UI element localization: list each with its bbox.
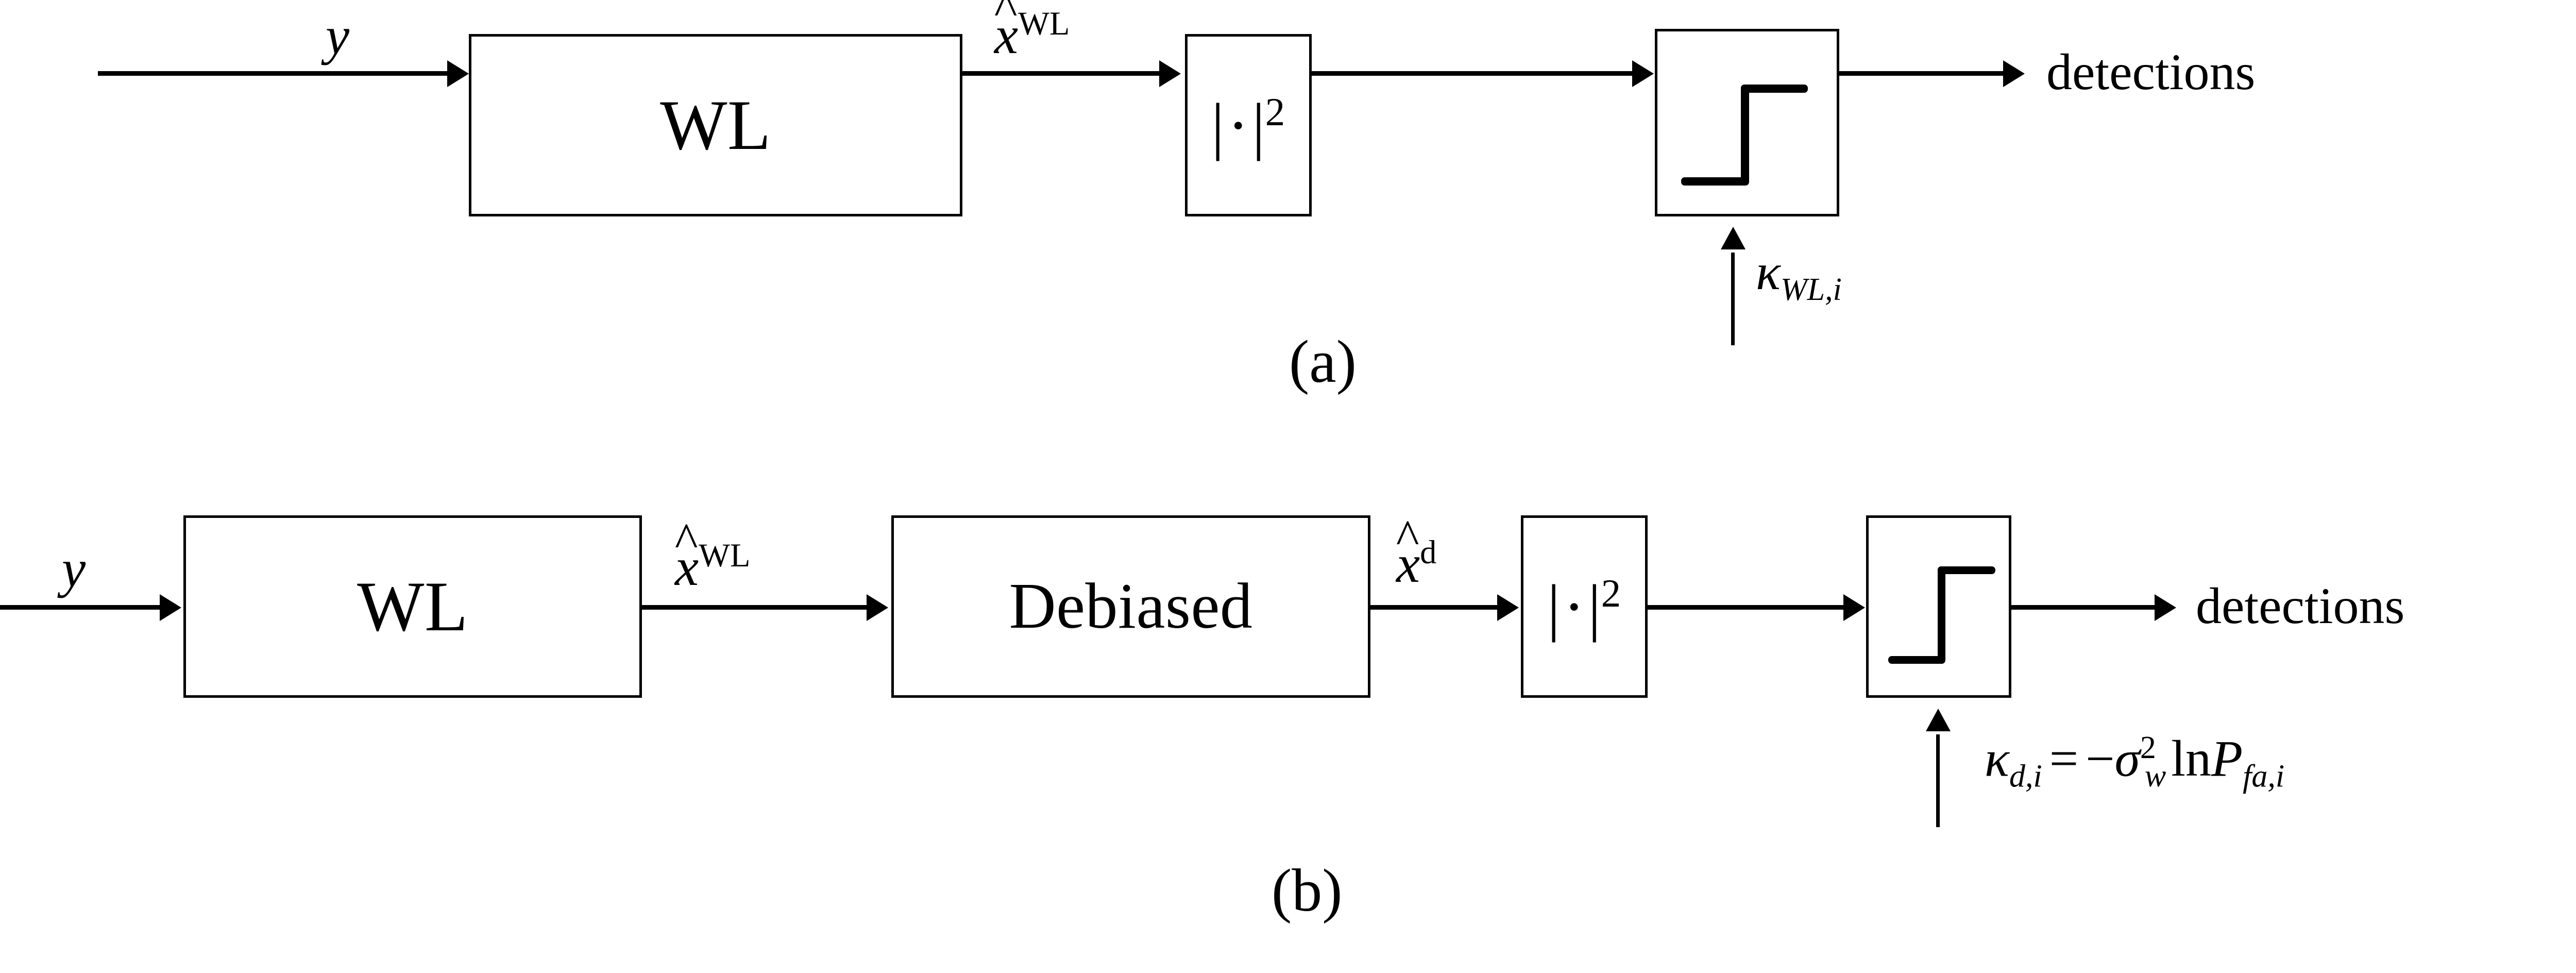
input-wire-b <box>0 605 165 610</box>
signal-superscript-a: WL <box>1018 5 1070 42</box>
block-wl-a[interactable]: WL <box>469 34 962 216</box>
signal-superscript-b1: WL <box>699 537 751 574</box>
sigma-subscript-b: w <box>2144 759 2166 794</box>
signal-label-xhat-d-b: ^xd <box>1396 512 1437 594</box>
wire-magsq-to-threshold-a <box>1312 71 1633 76</box>
arrowhead-wl-to-debiased-b <box>867 594 888 621</box>
hat-accent-b1: ^ <box>674 512 698 567</box>
block-wl-a-label: WL <box>660 86 771 164</box>
step-function-icon-a <box>1657 31 1837 214</box>
threshold-control-wire-b <box>1936 734 1940 827</box>
signal-base-b2: x <box>1396 534 1420 594</box>
pfa-symbol-b: P <box>2211 730 2243 787</box>
input-wire-a <box>98 71 453 76</box>
kappa-symbol-a: κ <box>1756 243 1781 300</box>
kappa-subscript-b: d,i <box>2009 759 2042 794</box>
signal-label-xhat-wl-a: ^xWL <box>994 0 1070 65</box>
magsq-dot-b: · <box>1563 572 1585 643</box>
signal-superscript-b2: d <box>1420 534 1437 571</box>
sigma-symbol-b: σ <box>2114 730 2140 787</box>
step-function-icon-b <box>1869 518 2009 695</box>
block-wl-b[interactable]: WL <box>183 515 642 698</box>
input-arrowhead-a <box>447 60 469 87</box>
threshold-control-wire-a <box>1731 253 1735 345</box>
arrowhead-wl-to-magsq-a <box>1159 60 1181 87</box>
wire-wl-to-magsq-a <box>962 71 1162 76</box>
block-threshold-b[interactable] <box>1866 515 2011 698</box>
magsq-expression-b: |·|2 <box>1547 574 1621 639</box>
wire-debiased-to-magsq-b <box>1370 605 1502 610</box>
output-label-a: detections <box>2046 43 2256 100</box>
block-magnitude-squared-b[interactable]: |·|2 <box>1521 515 1648 698</box>
wire-wl-to-debiased-b <box>642 605 869 610</box>
block-debiased-b-label: Debiased <box>1009 571 1253 642</box>
threshold-control-arrowhead-b <box>1926 709 1951 731</box>
threshold-parameter-a: κWL,i <box>1756 246 1842 306</box>
arrowhead-debiased-to-magsq-b <box>1497 594 1519 621</box>
threshold-control-arrowhead-a <box>1721 227 1745 249</box>
sigma-superscript-b: 2 <box>2140 730 2156 765</box>
magsq-open-bar-a: | <box>1211 90 1225 161</box>
wire-magsq-to-threshold-b <box>1648 605 1846 610</box>
magsq-close-bar-b: | <box>1588 572 1601 643</box>
input-arrowhead-b <box>160 594 181 621</box>
hat-accent-b2: ^ <box>1396 509 1419 564</box>
output-wire-b <box>2011 605 2159 610</box>
minus-sign-b: − <box>2086 730 2115 787</box>
magsq-exponent-a: 2 <box>1265 90 1285 134</box>
kappa-subscript-a: WL,i <box>1781 272 1842 307</box>
magsq-dot-a: · <box>1227 90 1249 161</box>
input-label-a: y <box>326 6 350 65</box>
output-label-b: detections <box>2196 577 2405 634</box>
caption-b: (b) <box>1272 857 1343 924</box>
block-wl-b-label: WL <box>357 567 468 646</box>
hat-accent-a: ^ <box>994 0 1018 36</box>
signal-base-b1: x <box>675 537 699 597</box>
arrowhead-magsq-to-threshold-a <box>1632 60 1654 87</box>
kappa-symbol-b: κ <box>1985 730 2009 787</box>
block-threshold-a[interactable] <box>1655 29 1839 216</box>
block-magnitude-squared-a[interactable]: |·|2 <box>1185 34 1312 216</box>
caption-a: (a) <box>1289 328 1357 395</box>
ln-operator-b: ln <box>2171 730 2212 787</box>
equals-sign-b: = <box>2049 730 2079 787</box>
signal-label-xhat-wl-b: ^xWL <box>675 515 751 597</box>
magsq-exponent-b: 2 <box>1601 571 1621 615</box>
arrowhead-magsq-to-threshold-b <box>1843 594 1865 621</box>
block-debiased-b[interactable]: Debiased <box>891 515 1370 698</box>
output-arrowhead-a <box>2003 60 2025 87</box>
input-label-b: y <box>62 539 86 598</box>
signal-base-a: x <box>994 5 1019 65</box>
magsq-close-bar-a: | <box>1252 90 1265 161</box>
pfa-subscript-b: fa,i <box>2243 759 2285 794</box>
magsq-expression-a: |·|2 <box>1211 90 1285 161</box>
magsq-open-bar-b: | <box>1547 572 1561 643</box>
output-wire-a <box>1839 71 2007 76</box>
output-arrowhead-b <box>2155 594 2176 621</box>
